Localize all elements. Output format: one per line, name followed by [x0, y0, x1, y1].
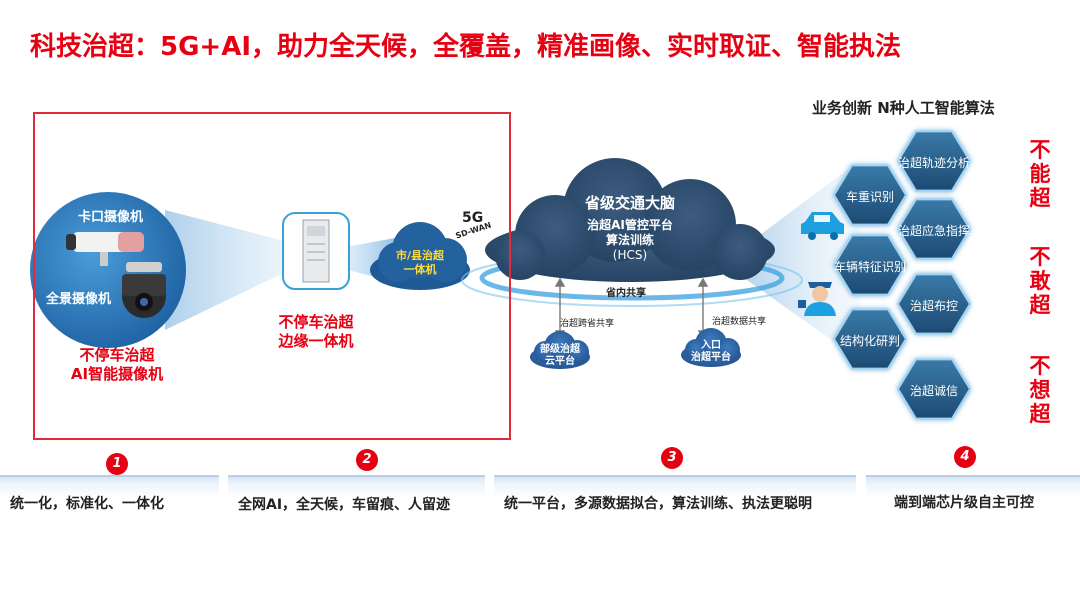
slogan-3: 不 想 超	[1027, 354, 1053, 426]
city-cloud-label: 市/县治超 一体机	[390, 249, 450, 277]
brain-cloud	[485, 158, 775, 282]
hex-label-4: 车辆特征识别	[833, 260, 906, 274]
city-cloud	[370, 222, 470, 290]
edge-caption-line1: 不停车治超	[278, 313, 354, 331]
link-left-label: 治超跨省共享	[560, 319, 615, 329]
ministry-line2: 云平台	[545, 356, 575, 367]
city-cloud-line2: 一体机	[403, 263, 437, 276]
beam-camera-to-edge	[165, 210, 300, 330]
hexagon-4	[832, 234, 908, 296]
hex-label-7: 治超诚信	[909, 384, 958, 398]
slogan-2: 不 敢 超	[1027, 245, 1053, 317]
edge-caption-line2: 边缘一体机	[278, 332, 354, 350]
camera-bottom-label: 全景摄像机	[46, 292, 112, 307]
page-title: 科技治超：5G+AI，助力全天候，全覆盖，精准画像、实时取证、智能执法	[30, 32, 902, 62]
hex-label-3: 治超应急指挥	[897, 224, 970, 238]
bottom-card-1-text: 统一化，标准化、一体化	[10, 496, 164, 512]
slogan-2-char-3: 超	[1029, 293, 1051, 317]
camera-caption: 不停车治超 AI智能摄像机	[62, 346, 172, 384]
hexagon-2	[832, 164, 908, 226]
entry-line1: 入口	[701, 340, 721, 351]
hex-label-5: 治超布控	[909, 299, 958, 313]
hex-label-1: 治超轨迹分析	[897, 156, 970, 170]
hexagon-1	[896, 130, 972, 192]
camera-caption-line1: 不停车治超	[79, 346, 155, 364]
link-right-label: 治超数据共享	[712, 317, 767, 327]
slogan-3-char-2: 想	[1029, 378, 1051, 402]
entry-label: 入口 治超平台	[686, 340, 736, 364]
slogan-1-char-1: 不	[1029, 138, 1051, 162]
step-badge-2: 2	[356, 449, 378, 471]
bullet-camera-icon	[66, 232, 144, 266]
bottom-card-1: 统一化，标准化、一体化	[0, 475, 219, 517]
edge-solution-frame	[33, 112, 511, 440]
slogan-3-char-3: 超	[1029, 402, 1051, 426]
car-icon	[801, 212, 844, 240]
dome-camera-icon	[122, 262, 166, 318]
slogan-1-char-2: 能	[1029, 162, 1051, 186]
ministry-line1: 部级治超	[540, 344, 580, 355]
slogan-1-char-3: 超	[1029, 186, 1051, 210]
slogan-3-char-1: 不	[1029, 354, 1051, 378]
bottom-card-4: 端到端芯片级自主可控	[866, 475, 1080, 517]
slogan-1: 不 能 超	[1027, 138, 1053, 210]
traffic-officer-icon	[798, 282, 836, 316]
entry-cloud	[681, 328, 741, 367]
bottom-card-3-text: 统一平台，多源数据拟合，算法训练、执法更聪明	[504, 496, 812, 512]
brain-title: 省级交通大脑	[584, 194, 675, 212]
step-badge-3: 3	[661, 447, 683, 469]
share-label: 省内共享	[606, 288, 646, 299]
camera-caption-line2: AI智能摄像机	[70, 365, 164, 383]
hex-label-6: 结构化研判	[839, 334, 900, 348]
brain-line1: 治超AI管控平台	[587, 218, 673, 232]
bottom-card-3: 统一平台，多源数据拟合，算法训练、执法更聪明	[494, 475, 856, 517]
bottom-card-4-text: 端到端芯片级自主可控	[894, 495, 1034, 511]
ministry-label: 部级治超 云平台	[535, 344, 585, 368]
hexagon-5	[896, 273, 972, 335]
brain-body: 治超AI管控平台 算法训练 (HCS)	[555, 218, 705, 263]
camera-top-label: 卡口摄像机	[78, 210, 144, 225]
step-badge-4: 4	[954, 446, 976, 468]
entry-line2: 治超平台	[691, 352, 731, 363]
slogan-2-char-2: 敢	[1029, 269, 1051, 293]
bottom-card-2: 全网AI，全天候，车留痕、人留迹	[228, 475, 485, 517]
bottom-card-2-text: 全网AI，全天候，车留痕、人留迹	[238, 497, 451, 513]
brain-line3: (HCS)	[612, 248, 648, 262]
business-title: 业务创新 N种人工智能算法	[812, 99, 995, 117]
slogan-2-char-1: 不	[1029, 245, 1051, 269]
edge-server-icon	[282, 212, 350, 290]
hexagon-7	[896, 358, 972, 420]
hex-label-2: 车重识别	[845, 190, 894, 204]
ministry-cloud	[530, 331, 590, 369]
step-badge-1: 1	[106, 453, 128, 475]
edge-caption: 不停车治超 边缘一体机	[268, 313, 364, 351]
hexagon-6	[832, 308, 908, 370]
hexagon-3	[896, 198, 972, 260]
city-cloud-line1: 市/县治超	[395, 249, 445, 262]
label-5g: 5G	[462, 210, 484, 226]
brain-line2: 算法训练	[605, 233, 654, 247]
